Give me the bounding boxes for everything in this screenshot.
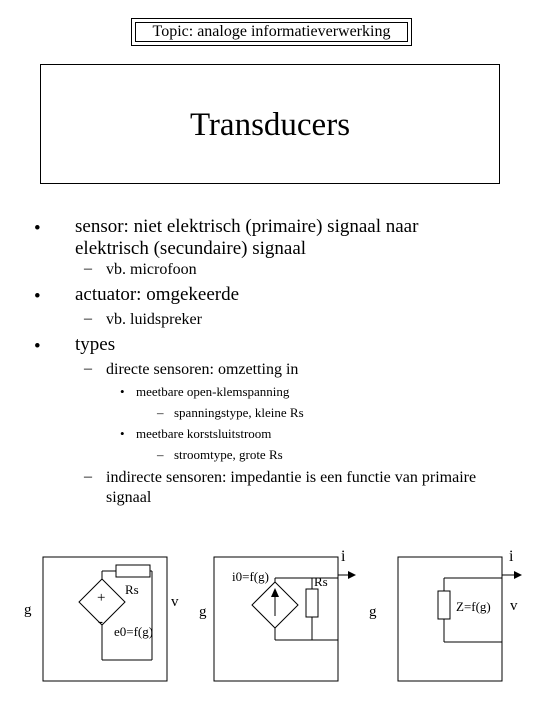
dash-marker: – bbox=[84, 468, 92, 485]
sensor-box bbox=[397, 556, 503, 682]
circuit-impedance bbox=[397, 556, 515, 682]
label-z: Z=f(g) bbox=[456, 599, 491, 614]
arrow-up-icon bbox=[271, 588, 279, 597]
label-rs: Rs bbox=[314, 574, 328, 589]
circuit-voltage-type bbox=[42, 556, 168, 682]
topic-label: Topic: analoge informatieverwerking bbox=[131, 18, 412, 46]
bullet-marker: • bbox=[34, 336, 41, 357]
resistor-rs bbox=[115, 564, 151, 578]
dash-marker: – bbox=[84, 360, 92, 377]
dash-marker: – bbox=[157, 447, 164, 462]
label-v: v bbox=[510, 598, 518, 614]
dash-marker: – bbox=[84, 310, 92, 327]
sub-indirect-sensors: indirecte sensoren: impedantie is een fu… bbox=[106, 469, 477, 506]
sub-direct-sensors: directe sensoren: omzetting in bbox=[106, 361, 299, 378]
topic-text: Topic: analoge informatieverwerking bbox=[152, 23, 391, 40]
topic-inner-border bbox=[135, 22, 408, 42]
circuit-current-type bbox=[213, 556, 350, 682]
label-g: g bbox=[199, 604, 207, 620]
label-plus: + bbox=[97, 590, 105, 606]
label-i0: i0=f(g) bbox=[232, 569, 269, 584]
bullet-marker: • bbox=[34, 218, 41, 239]
sensor-box bbox=[213, 556, 339, 682]
label-i: i bbox=[509, 548, 514, 565]
item-short-circuit: meetbare korstsluitstroom bbox=[136, 426, 272, 441]
bullet-actuator: actuator: omgekeerde bbox=[75, 284, 240, 305]
dash-marker: – bbox=[84, 260, 92, 277]
label-v: v bbox=[171, 594, 179, 610]
impedance-z bbox=[437, 590, 451, 620]
label-g: g bbox=[24, 602, 32, 618]
item-voltage-type: spanningstype, kleine Rs bbox=[174, 405, 304, 420]
arrow-right-icon bbox=[348, 571, 356, 579]
label-minus: - bbox=[98, 614, 103, 630]
bullet-sensor: sensor: niet elektrisch (primaire) signa… bbox=[75, 216, 419, 259]
bullet-marker: • bbox=[120, 384, 125, 399]
sub-actuator-example: vb. luidspreker bbox=[106, 311, 202, 328]
slide-title-box: Transducers bbox=[40, 64, 500, 184]
resistor-rs bbox=[305, 588, 319, 618]
item-open-circuit: meetbare open-klemspanning bbox=[136, 384, 290, 399]
arrow-right-icon bbox=[514, 571, 522, 579]
bullet-types: types bbox=[75, 334, 116, 355]
label-i: i bbox=[341, 548, 346, 565]
sensor-box bbox=[42, 556, 168, 682]
bullet-marker: • bbox=[120, 426, 125, 441]
slide-title: Transducers bbox=[189, 107, 351, 143]
item-current-type: stroomtype, grote Rs bbox=[174, 447, 283, 462]
bullet-marker: • bbox=[34, 286, 41, 307]
label-e0: e0=f(g) bbox=[114, 624, 153, 639]
dash-marker: – bbox=[157, 405, 164, 420]
label-rs: Rs bbox=[125, 582, 139, 597]
label-g: g bbox=[369, 604, 377, 620]
sub-sensor-example: vb. microfoon bbox=[106, 261, 197, 278]
